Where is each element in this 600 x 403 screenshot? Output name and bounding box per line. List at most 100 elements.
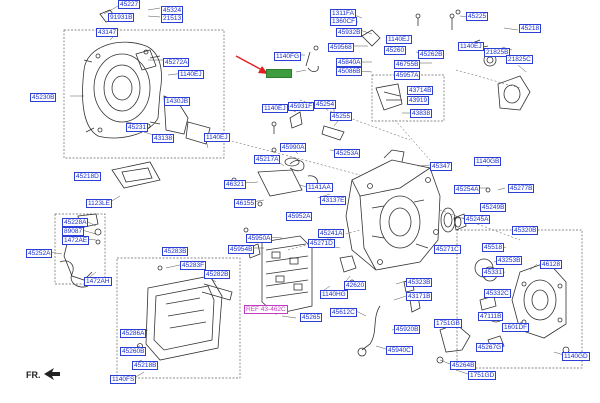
part-label-45254[interactable]: 45254 [314, 100, 337, 109]
part-label-45217a[interactable]: 45217A [254, 155, 281, 164]
part-label-43147[interactable]: 43147 [96, 28, 119, 37]
part-label-45612c[interactable]: 45612C [330, 308, 357, 317]
part-label-89087[interactable]: 89087 [62, 227, 85, 236]
oil-pan-drawing [137, 265, 233, 361]
part-label-1140hg[interactable]: 1140HG [320, 290, 348, 299]
part-label-1140fs[interactable]: 1140FS [110, 375, 137, 384]
part-label-1751gd[interactable]: 1751GD [468, 371, 497, 380]
part-label-45931f[interactable]: 45931F [288, 102, 315, 111]
part-label-45218b[interactable]: 45218B [132, 361, 159, 370]
part-label-43838[interactable]: 43838 [410, 109, 433, 118]
part-label-1141aa[interactable]: 1141AA [306, 183, 333, 192]
part-label-45225[interactable]: 45225 [466, 12, 489, 21]
part-label-21825c[interactable]: 21825C [506, 55, 533, 64]
part-label-45227[interactable]: 45227 [118, 0, 141, 9]
part-label-919328-highlighted[interactable]: 919328 [266, 69, 292, 78]
part-label-1140ej[interactable]: 1140EJ [458, 42, 484, 51]
part-label-1472ae[interactable]: 1472AE [62, 236, 90, 245]
oil-cooler-hose-group-frame [54, 213, 106, 285]
part-label-46128[interactable]: 46128 [540, 260, 563, 269]
part-label-45241a[interactable]: 45241A [318, 229, 345, 238]
part-label-1140ej[interactable]: 1140EJ [178, 70, 204, 79]
part-label-46755b[interactable]: 46755B [394, 60, 421, 69]
part-label-1123le[interactable]: 1123LE [86, 199, 112, 208]
part-label-45990a[interactable]: 45990A [280, 143, 307, 152]
part-label-1360cf[interactable]: 1360CF [330, 17, 358, 26]
part-label-43138[interactable]: 43138 [152, 134, 175, 143]
part-label-91931b[interactable]: 91931B [108, 13, 135, 22]
part-label-43253b[interactable]: 43253B [496, 256, 523, 265]
part-label-45518[interactable]: 45518 [482, 243, 505, 252]
part-label-1140ej[interactable]: 1140EJ [262, 104, 288, 113]
part-label-45286a[interactable]: 45286A [120, 329, 147, 338]
part-label-1472ah[interactable]: 1472AH [84, 277, 112, 286]
part-label-46321[interactable]: 46321 [224, 180, 247, 189]
part-label-45283b[interactable]: 45283B [162, 247, 189, 256]
part-label-21513[interactable]: 21513 [161, 14, 184, 23]
part-label-45245a[interactable]: 45245A [464, 215, 491, 224]
part-label-47111b[interactable]: 47111B [478, 312, 504, 321]
part-label-1430jb[interactable]: 1430JB [164, 97, 191, 106]
part-label-46155[interactable]: 46155 [234, 199, 257, 208]
part-label-45086b[interactable]: 45086B [336, 67, 363, 76]
part-label-45952a[interactable]: 45952A [286, 212, 313, 221]
part-label-45271c[interactable]: 45271C [434, 245, 461, 254]
transmission-case-drawing [345, 149, 456, 271]
part-label-1140fg[interactable]: 1140FG [274, 52, 302, 61]
part-label-45954b[interactable]: 45954B [228, 245, 255, 254]
part-label-45262b[interactable]: 45262B [418, 50, 445, 59]
part-label-45231[interactable]: 45231 [126, 123, 149, 132]
reference-link-label[interactable]: REF 43-462C [244, 305, 288, 314]
part-label-45950a[interactable]: 45950A [246, 234, 273, 243]
part-label-45920b[interactable]: 45920B [394, 325, 421, 334]
part-label-43171b[interactable]: 43171B [406, 292, 433, 301]
part-label-45320b[interactable]: 45320B [512, 226, 539, 235]
part-label-45260b[interactable]: 45260B [120, 347, 147, 356]
valve-body-cover-group-frame [116, 257, 241, 379]
part-label-45228a[interactable]: 45228A [62, 218, 89, 227]
part-label-45230b[interactable]: 45230B [30, 93, 57, 102]
part-label-21825b[interactable]: 21825B [484, 48, 511, 57]
part-label-45957a[interactable]: 45957A [394, 71, 421, 80]
part-label-45932b[interactable]: 45932B [336, 28, 363, 37]
part-label-45331[interactable]: 45331 [482, 268, 505, 277]
part-label-1751gb[interactable]: 1751GB [434, 319, 462, 328]
front-direction-arrow [44, 368, 60, 380]
part-label-45282b[interactable]: 45282B [204, 270, 231, 279]
part-label-45840a[interactable]: 45840A [336, 58, 363, 67]
part-label-45255[interactable]: 45255 [330, 112, 353, 121]
part-label-45253a[interactable]: 45253A [334, 149, 361, 158]
part-label-45347[interactable]: 45347 [430, 162, 453, 171]
part-label-43919[interactable]: 43919 [407, 96, 430, 105]
part-label-1601df[interactable]: 1601DF [502, 323, 530, 332]
part-label-1140gb[interactable]: 1140GB [474, 157, 502, 166]
part-label-45249b[interactable]: 45249B [480, 203, 507, 212]
part-label-45323b[interactable]: 45323B [406, 278, 433, 287]
part-label-45940c[interactable]: 45940C [386, 346, 413, 355]
part-label-45272a[interactable]: 45272A [163, 58, 190, 67]
part-label-45254a[interactable]: 45254A [454, 185, 481, 194]
part-label-43714b[interactable]: 43714B [407, 86, 434, 95]
part-label-45260[interactable]: 45260 [384, 46, 407, 55]
part-label-43137e[interactable]: 43137E [320, 196, 347, 205]
part-label-45265[interactable]: 45265 [300, 313, 323, 322]
part-label-45267g[interactable]: 45267G [476, 343, 504, 352]
part-label-45264b[interactable]: 45264B [450, 361, 477, 370]
part-label-42620[interactable]: 42620 [344, 281, 367, 290]
bell-housing-group-frame [63, 29, 225, 159]
valve-body-drawing [257, 160, 313, 315]
part-label-45277b[interactable]: 45277B [508, 184, 535, 193]
part-label-45252a[interactable]: 45252A [26, 249, 53, 258]
part-label-45332c[interactable]: 45332C [484, 289, 511, 298]
part-label-45283f[interactable]: 45283F [180, 261, 207, 270]
part-label-45218[interactable]: 45218 [519, 24, 542, 33]
front-marker-text: FR. [26, 370, 41, 380]
part-label-1140gd[interactable]: 1140GD [562, 352, 590, 361]
part-label-45271d[interactable]: 45271D [308, 239, 335, 248]
part-label-45218d[interactable]: 45218D [74, 172, 101, 181]
top-right-parts-drawing [305, 13, 531, 111]
part-label-1140ej[interactable]: 1140EJ [204, 133, 230, 142]
part-label-1140ej[interactable]: 1140EJ [386, 35, 412, 44]
part-label-459568[interactable]: 459568 [328, 43, 354, 52]
